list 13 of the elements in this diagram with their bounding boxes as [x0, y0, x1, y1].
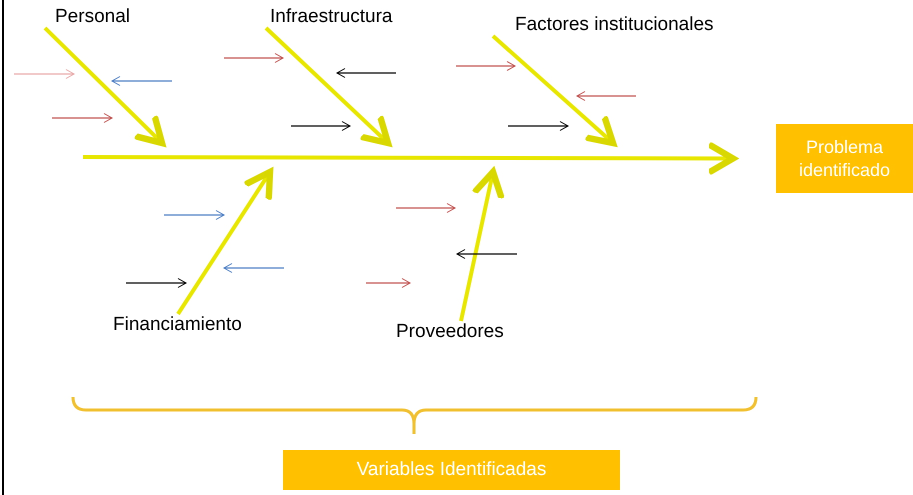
- result-box: Variables Identificadas: [283, 450, 620, 490]
- bone-arrow: [492, 34, 616, 146]
- category-label: Factores institucionales: [493, 14, 714, 36]
- result-box: Problema identificado: [776, 124, 913, 193]
- bone-arrow: [83, 141, 736, 176]
- category-label: Infraestructura: [266, 6, 392, 28]
- category-label: Personal: [45, 6, 130, 28]
- bone-arrow: [44, 26, 166, 146]
- bone-arrow: [264, 26, 392, 146]
- bone-arrow: [176, 168, 274, 316]
- category-label: Financiamiento: [113, 314, 242, 336]
- bone-arrow: [459, 168, 505, 322]
- category-label: Proveedores: [396, 321, 504, 343]
